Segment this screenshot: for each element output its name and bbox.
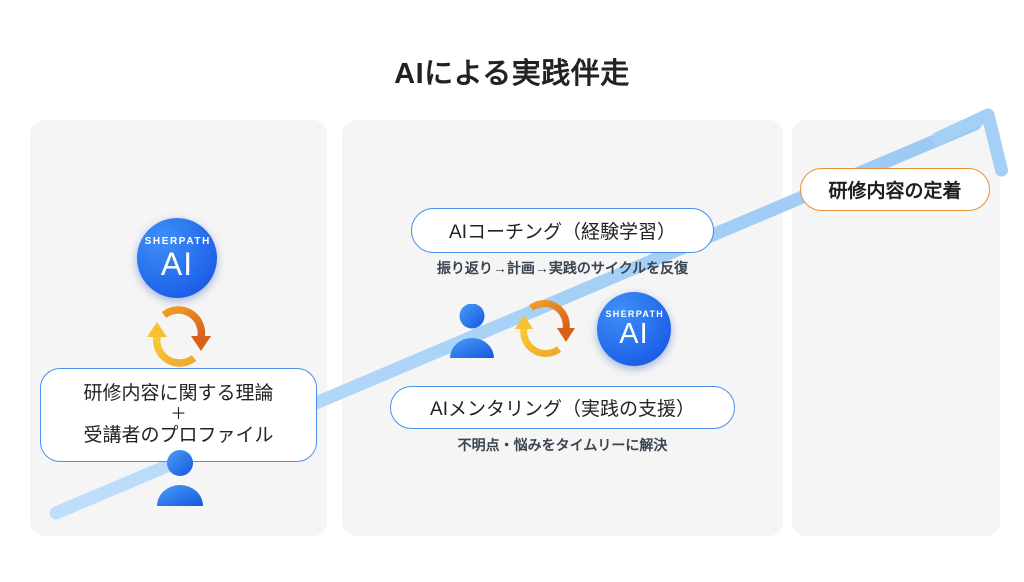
ai-mentoring-subtitle: 不明点・悩みをタイムリーに解決 (457, 437, 668, 453)
badge-brand-label: SHERPATH (144, 235, 211, 247)
retention-label: 研修内容の定着 (828, 181, 962, 202)
badge-ai-label: AI (160, 245, 194, 282)
person-icon (157, 450, 203, 506)
ai-mentoring-label: AIメンタリング（実践の支援） (430, 399, 695, 420)
person-icon (450, 304, 494, 358)
sherpath-ai-badge: SHERPATH AI (137, 218, 217, 298)
ai-coaching-label: AIコーチング（経験学習） (449, 222, 676, 243)
sherpath-ai-badge: SHERPATH AI (597, 292, 671, 366)
refresh-cycle-icon (147, 306, 211, 367)
retention-pill[interactable]: 研修内容の定着 (800, 168, 990, 211)
ai-mentoring-pill[interactable]: AIメンタリング（実践の支援） (390, 386, 735, 429)
refresh-cycle-icon (515, 300, 575, 357)
ai-coaching-pill[interactable]: AIコーチング（経験学習） (411, 208, 714, 253)
badge-brand-label: SHERPATH (605, 308, 665, 319)
profile-line-1: 研修内容に関する理論 (83, 382, 274, 404)
badge-ai-label: AI (619, 317, 649, 350)
profile-line-2: 受講者のプロファイル (83, 424, 274, 446)
profile-plus: ＋ (170, 406, 187, 424)
profile-card: 研修内容に関する理論 ＋ 受講者のプロファイル (40, 368, 317, 462)
page-title: AIによる実践伴走 (394, 58, 630, 90)
ai-coaching-subtitle: 振り返り→計画→実践のサイクルを反復 (436, 260, 689, 276)
